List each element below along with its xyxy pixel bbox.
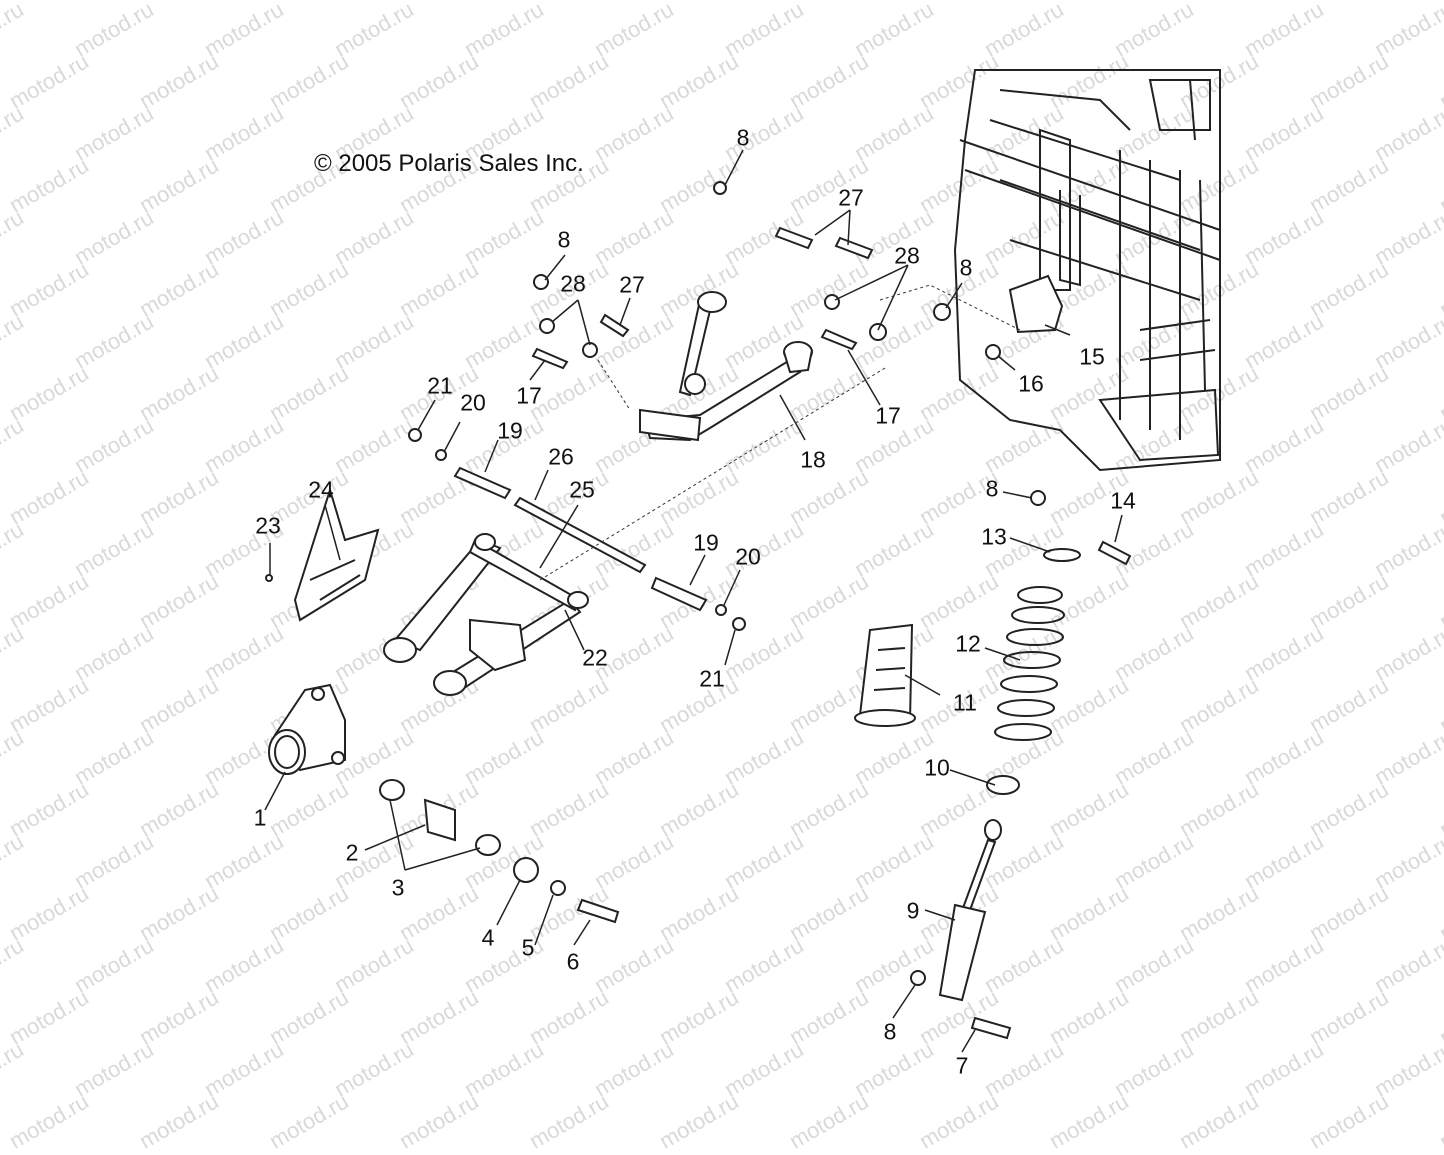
callout-11[interactable]: 11	[953, 689, 977, 716]
callout-6[interactable]: 6	[566, 948, 580, 975]
lower-a-arm	[383, 533, 589, 696]
watermark-text: motod.ru	[655, 1088, 743, 1154]
callout-8[interactable]: 8	[557, 226, 571, 253]
callout-4[interactable]: 4	[481, 924, 495, 951]
callout-13[interactable]: 13	[981, 523, 1007, 550]
callout-8[interactable]: 8	[883, 1018, 897, 1045]
coil-spring	[994, 586, 1065, 741]
callout-27[interactable]: 27	[619, 271, 645, 298]
callout-8[interactable]: 8	[985, 475, 999, 502]
shock-boot	[858, 623, 914, 722]
upper-a-arm	[639, 291, 813, 442]
callout-10[interactable]: 10	[924, 754, 950, 781]
callout-14[interactable]: 14	[1110, 487, 1136, 514]
callout-5[interactable]: 5	[521, 934, 535, 961]
callout-20[interactable]: 20	[460, 389, 486, 416]
callout-17[interactable]: 17	[516, 382, 542, 409]
callout-23[interactable]: 23	[255, 512, 281, 539]
watermark-text: motod.ru	[1305, 1088, 1393, 1154]
watermark-text: motod.ru	[1175, 1088, 1263, 1154]
copyright-text: © 2005 Polaris Sales Inc.	[314, 150, 584, 177]
bearing-carrier	[268, 683, 346, 775]
callout-25[interactable]: 25	[569, 476, 595, 503]
callout-18[interactable]: 18	[800, 446, 826, 473]
vehicle-frame	[953, 69, 1221, 472]
callout-27[interactable]: 27	[838, 184, 864, 211]
callout-2[interactable]: 2	[345, 839, 359, 866]
callout-22[interactable]: 22	[582, 644, 608, 671]
skid-plate	[293, 486, 380, 622]
callout-3[interactable]: 3	[391, 874, 405, 901]
watermark-text: motod.ru	[1045, 1088, 1133, 1154]
callout-20[interactable]: 20	[735, 543, 761, 570]
callout-19[interactable]: 19	[497, 417, 523, 444]
watermark-text: motod.ru	[1435, 1088, 1444, 1154]
callout-21[interactable]: 21	[699, 665, 725, 692]
pivot-shaft	[513, 496, 647, 574]
callout-26[interactable]: 26	[548, 443, 574, 470]
callout-17[interactable]: 17	[875, 402, 901, 429]
watermark-text: motod.ru	[785, 1088, 873, 1154]
callout-15[interactable]: 15	[1079, 343, 1105, 370]
callout-21[interactable]: 21	[427, 372, 453, 399]
callout-24[interactable]: 24	[308, 476, 334, 503]
callout-8[interactable]: 8	[736, 124, 750, 151]
small-parts	[265, 181, 1132, 1040]
callout-28[interactable]: 28	[560, 270, 586, 297]
watermark-text: motod.ru	[135, 1088, 223, 1154]
callout-28[interactable]: 28	[894, 242, 920, 269]
callout-12[interactable]: 12	[955, 630, 981, 657]
callout-16[interactable]: 16	[1018, 370, 1044, 397]
watermark-text: motod.ru	[5, 1088, 93, 1154]
callout-8[interactable]: 8	[959, 254, 973, 281]
leader-lines	[264, 149, 1123, 1053]
watermark-text: motod.ru	[265, 1088, 353, 1154]
reference-lines	[539, 284, 1021, 581]
watermark-text: motod.ru	[915, 1088, 1003, 1154]
watermark-text: motod.ru	[525, 1088, 613, 1154]
diagram-drawing	[264, 69, 1221, 1053]
callout-19[interactable]: 19	[693, 529, 719, 556]
shock-absorber	[938, 819, 1002, 1002]
callout-7[interactable]: 7	[955, 1052, 969, 1079]
callout-9[interactable]: 9	[906, 897, 920, 924]
callout-1[interactable]: 1	[253, 804, 267, 831]
watermark-text: motod.ru	[395, 1088, 483, 1154]
